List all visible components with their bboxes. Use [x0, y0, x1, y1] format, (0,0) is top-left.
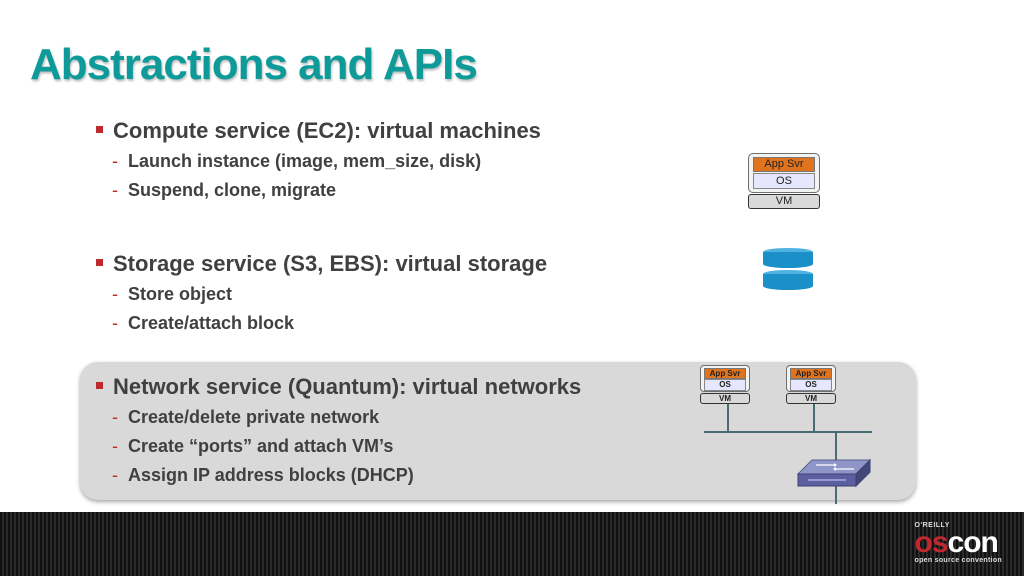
os-layer: OS: [704, 379, 746, 391]
vm-stack-icon-right: App Svr OS VM: [786, 365, 836, 404]
bullet-square-icon: [96, 381, 103, 389]
dash-icon: -: [112, 151, 118, 171]
app-server-layer: App Svr: [753, 157, 815, 172]
dash-icon: -: [112, 407, 118, 427]
sub-item-store: -Store object: [112, 284, 232, 305]
dash-icon: -: [112, 436, 118, 456]
storage-heading: Storage service (S3, EBS): virtual stora…: [113, 251, 548, 276]
sub-item-launch: -Launch instance (image, mem_size, disk): [112, 151, 481, 172]
sub-item-attach: -Create/attach block: [112, 313, 294, 334]
sub-item-private-network: -Create/delete private network: [112, 407, 379, 428]
dash-icon: -: [112, 180, 118, 200]
sub-item-text: Create “ports” and attach VM’s: [128, 436, 394, 456]
logo-wordmark: oscon: [914, 526, 1003, 559]
dash-icon: -: [112, 465, 118, 485]
sub-item-text: Launch instance (image, mem_size, disk): [128, 151, 482, 171]
vm-layer: VM: [700, 393, 750, 404]
bullet-network: Network service (Quantum): virtual netwo…: [96, 374, 581, 400]
logo-con: con: [947, 526, 999, 559]
sub-item-text: Create/attach block: [128, 313, 295, 333]
network-heading: Network service (Quantum): virtual netwo…: [113, 374, 582, 399]
sub-item-text: Create/delete private network: [128, 407, 380, 427]
network-switch-icon: [796, 458, 872, 488]
sub-item-ports: -Create “ports” and attach VM’s: [112, 436, 393, 457]
bullet-square-icon: [96, 258, 103, 266]
oscon-logo: O'REILLY oscon open source convention: [915, 522, 1003, 564]
vm-host-frame: App Svr OS: [786, 365, 836, 392]
bullet-square-icon: [96, 125, 103, 133]
sub-item-text: Suspend, clone, migrate: [128, 180, 337, 200]
app-server-layer: App Svr: [790, 368, 832, 379]
slide-title: Abstractions and APIs: [30, 40, 478, 89]
os-layer: OS: [753, 173, 815, 189]
vm-host-frame: App Svr OS: [748, 153, 820, 193]
logo-tagline: open source convention: [914, 557, 1002, 564]
dash-icon: -: [112, 284, 118, 304]
sub-item-dhcp: -Assign IP address blocks (DHCP): [112, 465, 414, 486]
os-layer: OS: [790, 379, 832, 391]
footer-bar: [0, 512, 1024, 576]
sub-item-suspend: -Suspend, clone, migrate: [112, 180, 336, 201]
compute-heading: Compute service (EC2): virtual machines: [113, 118, 541, 143]
sub-item-text: Store object: [128, 284, 233, 304]
storage-disk-icon: [763, 248, 813, 290]
bullet-compute: Compute service (EC2): virtual machines: [96, 118, 541, 144]
logo-os: os: [914, 526, 949, 559]
vm-host-frame: App Svr OS: [700, 365, 750, 392]
vm-stack-icon: App Svr OS VM: [748, 153, 820, 209]
bullet-storage: Storage service (S3, EBS): virtual stora…: [96, 251, 547, 277]
network-topology: [704, 404, 872, 504]
vm-stack-icon-left: App Svr OS VM: [700, 365, 750, 404]
sub-item-text: Assign IP address blocks (DHCP): [128, 465, 414, 485]
logo-publisher: O'REILLY: [914, 522, 950, 529]
dash-icon: -: [112, 313, 118, 333]
vm-layer: VM: [786, 393, 836, 404]
vm-layer: VM: [748, 194, 820, 209]
app-server-layer: App Svr: [704, 368, 746, 379]
